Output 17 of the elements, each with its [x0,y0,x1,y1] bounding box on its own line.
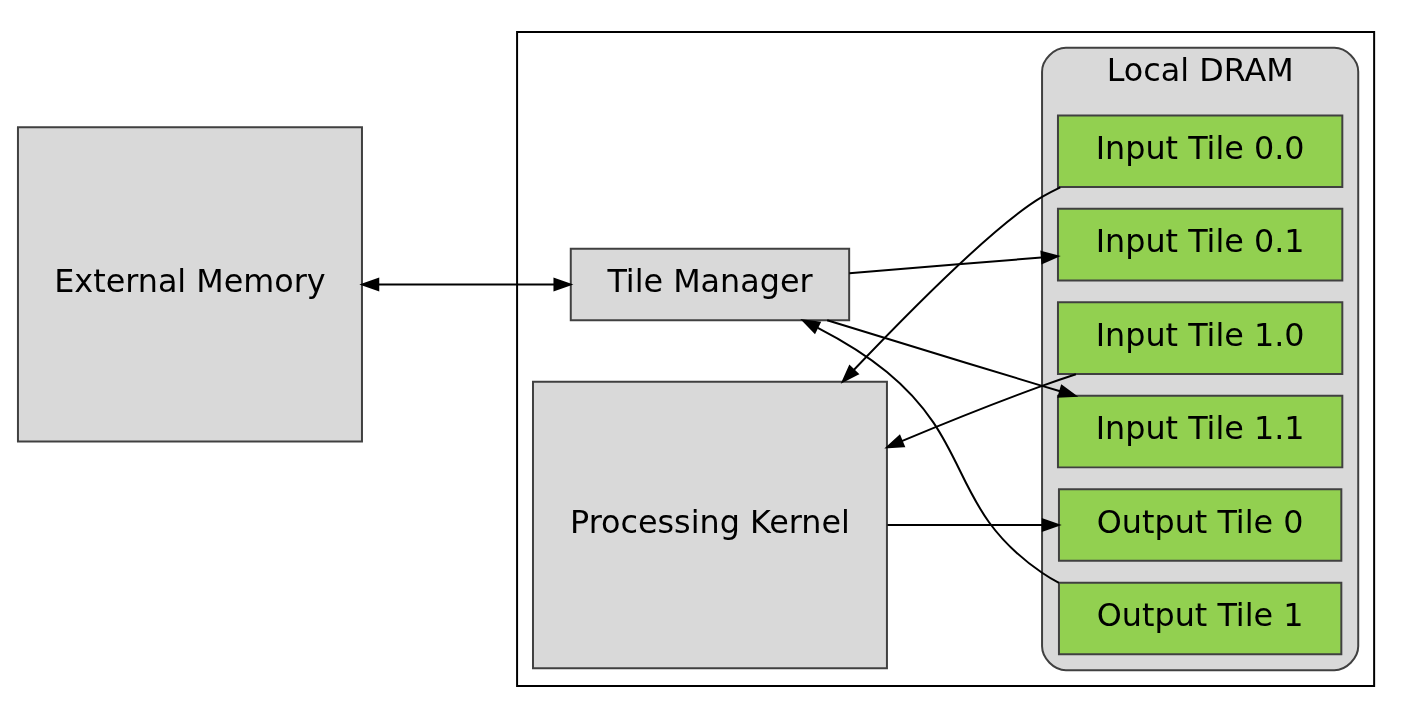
arrow [840,186,1062,384]
arrow [826,319,1079,398]
arrow [848,250,1061,275]
node-box: Input Tile 1.0 [1056,301,1344,375]
node-box: Processing Kernel [532,380,888,670]
node-box: External Memory [16,126,363,443]
node-box: Tile Manager [569,247,851,322]
arrow [886,518,1062,532]
node-box: Input Tile 1.1 [1056,394,1344,469]
node-box: Output Tile 1 [1057,581,1343,656]
cluster [516,30,1376,688]
node-box: Output Tile 0 [1057,488,1343,562]
arrow [800,319,1060,584]
node-box: Input Tile 0.1 [1056,207,1344,282]
node-box: Input Tile 0.0 [1056,114,1344,188]
arrow [884,373,1077,449]
arrow [359,277,574,292]
